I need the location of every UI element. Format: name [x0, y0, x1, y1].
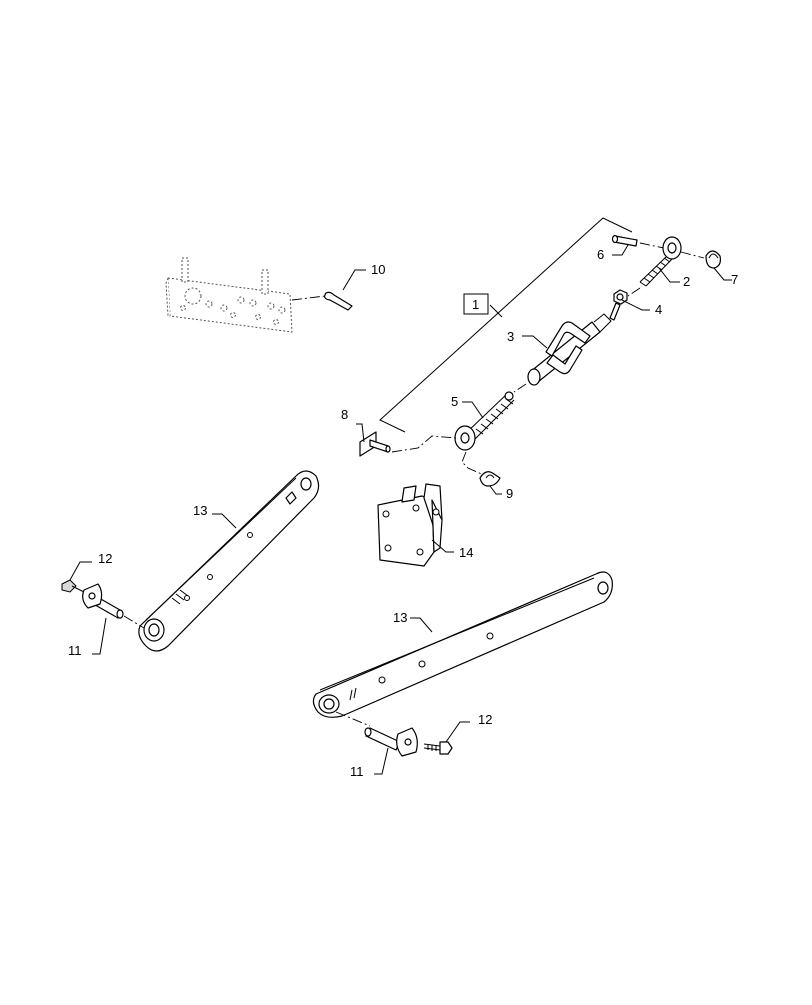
- part-12-bolt-left: [61, 579, 85, 593]
- part-6-pin: [611, 234, 638, 247]
- part-11-pin-left: [82, 583, 124, 619]
- centerline-11a: [123, 615, 145, 629]
- callout-13b: 13: [393, 610, 407, 625]
- leader-9: [489, 485, 502, 495]
- leader-1: [489, 304, 503, 318]
- leader-11b: [374, 747, 389, 775]
- callout-11b: 11: [350, 764, 364, 779]
- callout-12b: 12: [478, 712, 492, 727]
- part-2-threaded-end: [639, 236, 682, 287]
- leader-7: [713, 267, 732, 281]
- callout-3: 3: [507, 329, 514, 344]
- part-8-clevis-pin: [359, 431, 391, 457]
- centerline-11b: [335, 711, 371, 727]
- leader-5: [462, 401, 484, 419]
- callout-12a: 12: [98, 551, 112, 566]
- part-14-bracket: [377, 483, 443, 567]
- leader-12b: [445, 721, 470, 743]
- callout-6: 6: [597, 247, 604, 262]
- leader-3: [522, 335, 548, 349]
- callout-8: 8: [341, 407, 348, 422]
- callout-7: 7: [731, 272, 738, 287]
- leader-2: [658, 267, 680, 283]
- callout-9: 9: [506, 486, 513, 501]
- centerline-6: [639, 242, 665, 249]
- part-13-lower-link-left: [138, 470, 320, 652]
- leader-8: [356, 423, 365, 443]
- callout-5: 5: [451, 394, 458, 409]
- part-12-bolt-right: [423, 741, 453, 755]
- part-13-lower-link-right: [312, 571, 613, 718]
- callout-14: 14: [459, 545, 473, 560]
- leader-13a: [212, 513, 237, 529]
- centerline-3: [513, 383, 527, 393]
- callout-1: 1: [472, 297, 479, 312]
- callout-2: 2: [683, 274, 690, 289]
- leader-13b: [410, 617, 433, 633]
- callout-11a: 11: [68, 643, 82, 658]
- part-5-threaded-end: [454, 391, 515, 451]
- part-11-pin-right: [364, 727, 418, 757]
- part-7-clip: [680, 250, 721, 269]
- leader-10: [342, 269, 366, 291]
- callout-4: 4: [655, 302, 662, 317]
- part-3-turnbuckle: [527, 313, 612, 386]
- part-9-r-clip: [479, 471, 501, 487]
- centerline-9: [461, 451, 487, 477]
- leader-12a: [69, 561, 92, 581]
- leader-6: [612, 244, 629, 256]
- leader-4: [621, 299, 650, 311]
- assembly-bracket: [379, 217, 633, 433]
- part-10-lynch-pin: [291, 291, 353, 311]
- centerline-8: [391, 435, 457, 453]
- callout-13a: 13: [193, 503, 207, 518]
- part-4-lock-nut: [609, 287, 641, 321]
- mounting-plate: [165, 257, 293, 333]
- leader-11a: [92, 617, 107, 655]
- callout-1-box: [463, 293, 489, 315]
- leader-14: [431, 539, 454, 553]
- callout-10: 10: [371, 262, 385, 277]
